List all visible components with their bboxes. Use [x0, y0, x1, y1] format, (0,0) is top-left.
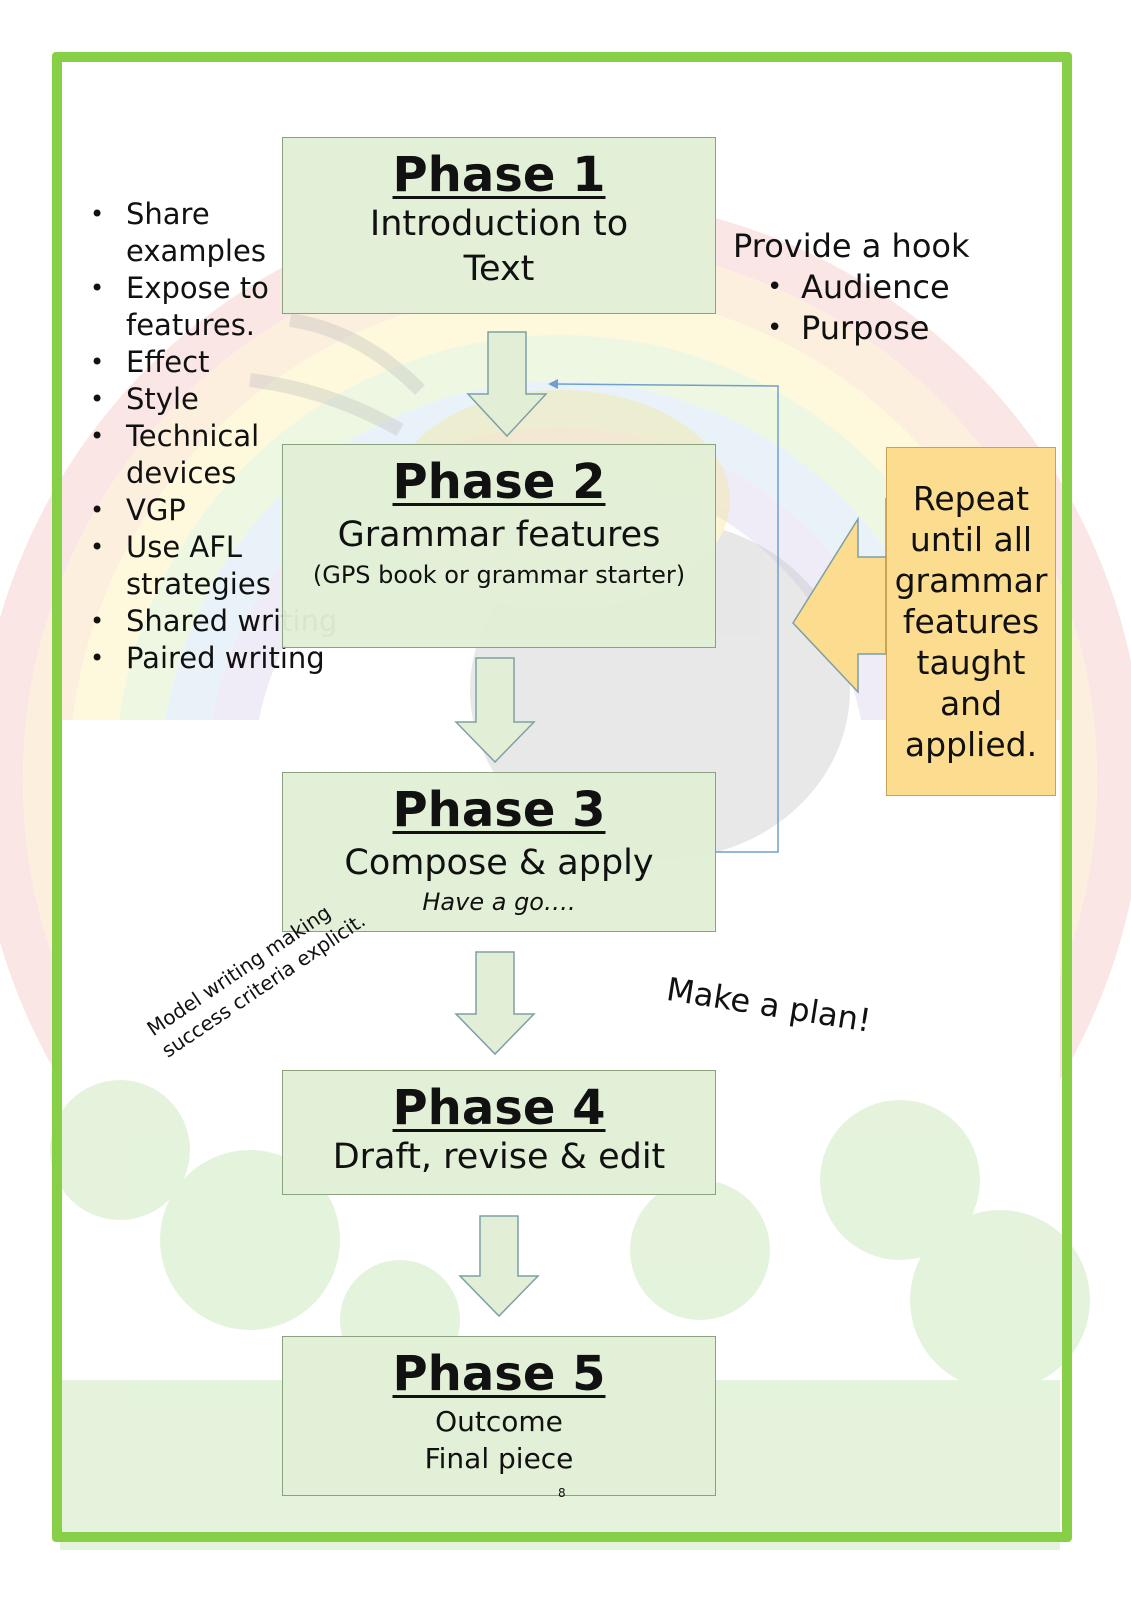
phase-line: Draft, revise & edit — [332, 1137, 666, 1177]
phase-subline: (GPS book or grammar starter) — [312, 561, 686, 589]
repeat-note: Repeat until all grammar features taught… — [886, 447, 1056, 796]
bullet-item: Expose to features. — [88, 270, 348, 344]
bullet-item: Effect — [88, 344, 348, 381]
phase-subline: Have a go…. — [422, 888, 576, 916]
phase-line: Compose & apply — [344, 843, 654, 883]
phase-title: Phase 1 — [392, 147, 606, 203]
page-number: 8 — [558, 1486, 566, 1500]
hook-item: Audience — [733, 267, 970, 308]
hook-note: Provide a hook Audience Purpose — [733, 226, 970, 349]
page-border — [52, 52, 1072, 1542]
phase-line: Introduction to — [369, 204, 629, 244]
left-bullet-list: Share examples Expose to features. Effec… — [88, 196, 348, 677]
bullet-item: Use AFL strategies — [88, 529, 348, 603]
phase-3-box: Phase 3 Compose & apply Have a go…. — [282, 772, 716, 932]
hook-item: Purpose — [733, 308, 970, 349]
phase-line: Text — [463, 249, 535, 289]
repeat-left-arrow — [792, 498, 887, 694]
phase-line: Final piece — [424, 1442, 574, 1475]
bullet-item: Style — [88, 381, 348, 418]
phase-title: Phase 5 — [392, 1346, 606, 1402]
loop-arrowhead — [548, 379, 558, 389]
down-arrow-4 — [458, 1215, 540, 1318]
down-arrow-3 — [454, 951, 536, 1056]
phase-line: Grammar features — [337, 515, 661, 555]
bullet-item: Technical devices — [88, 418, 348, 492]
down-arrow-2 — [454, 657, 536, 764]
phase-4-box: Phase 4 Draft, revise & edit — [282, 1070, 716, 1195]
phase-1-box: Phase 1 Introduction to Text — [282, 137, 716, 314]
phase-title: Phase 3 — [392, 782, 606, 838]
down-arrow-1 — [466, 331, 548, 438]
bullet-item: VGP — [88, 492, 348, 529]
phase-2-box: Phase 2 Grammar features (GPS book or gr… — [282, 444, 716, 648]
phase-title: Phase 2 — [392, 454, 606, 510]
phase-5-box: Phase 5 Outcome Final piece — [282, 1336, 716, 1496]
bullet-item: Share examples — [88, 196, 348, 270]
hook-title: Provide a hook — [733, 227, 970, 265]
phase-title: Phase 4 — [392, 1080, 606, 1136]
loop-line — [555, 383, 779, 853]
phase-line: Outcome — [435, 1405, 563, 1438]
